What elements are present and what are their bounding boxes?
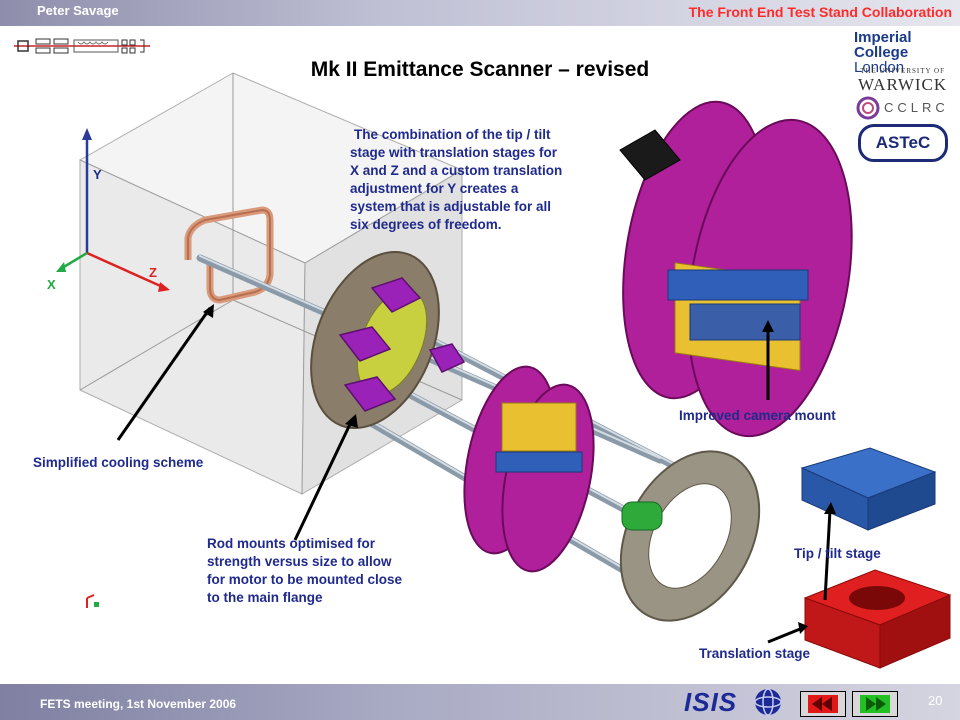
isis-logo: ISIS [684, 687, 738, 717]
translation-stage-label: Translation stage [699, 646, 811, 661]
pointer-arrowheads [203, 304, 836, 634]
description-paragraph: The combination of the tip / tilt stage … [350, 127, 563, 232]
next-slide-button[interactable] [852, 691, 898, 717]
astec-logo: ASTeC [858, 124, 948, 162]
pointer-arrows [116, 307, 832, 644]
warwick-logo: THE UNIVERSITY OF WARWICK [858, 67, 948, 94]
previous-arrow-icon [808, 695, 838, 713]
purple-rod-mounts [338, 277, 466, 412]
author-name: Peter Savage [37, 3, 119, 18]
imperial-college-logo: Imperial College London [854, 29, 912, 76]
next-arrow-icon [860, 695, 890, 713]
cooling-scheme-label: Simplified cooling scheme [33, 455, 204, 470]
beamline-schematic-icon [14, 38, 150, 54]
translation-stage-render [803, 569, 952, 669]
cclrc-swirl-icon [856, 96, 880, 120]
green-mount [621, 501, 663, 531]
axis-arrows [56, 128, 170, 292]
camera-mount-rings [619, 100, 853, 438]
slide-title: Mk II Emittance Scanner – revised [310, 58, 650, 81]
rod-mounts-paragraph: Rod mounts optimised for strength versus… [207, 536, 403, 605]
emittance-scanner-illustration [56, 72, 952, 669]
cooling-loop-inner [187, 208, 271, 302]
collaboration-name: The Front End Test Stand Collaboration [688, 4, 952, 20]
tip-tilt-stage-render [800, 447, 937, 531]
axis-label-x: X [47, 277, 56, 292]
meeting-info: FETS meeting, 1st November 2006 [40, 697, 237, 711]
stage-rings-small [463, 365, 595, 573]
previous-slide-button[interactable] [800, 691, 846, 717]
camera-mount-label: Improved camera mount [679, 408, 836, 423]
header-bar [0, 0, 960, 26]
page-number: 20 [928, 693, 943, 708]
isis-globe-icon [754, 688, 782, 716]
axis-label-z: Z [149, 265, 157, 280]
axis-triad-icon [86, 594, 99, 608]
axis-label-y: Y [93, 167, 102, 182]
tip-tilt-label: Tip / tilt stage [794, 546, 881, 561]
